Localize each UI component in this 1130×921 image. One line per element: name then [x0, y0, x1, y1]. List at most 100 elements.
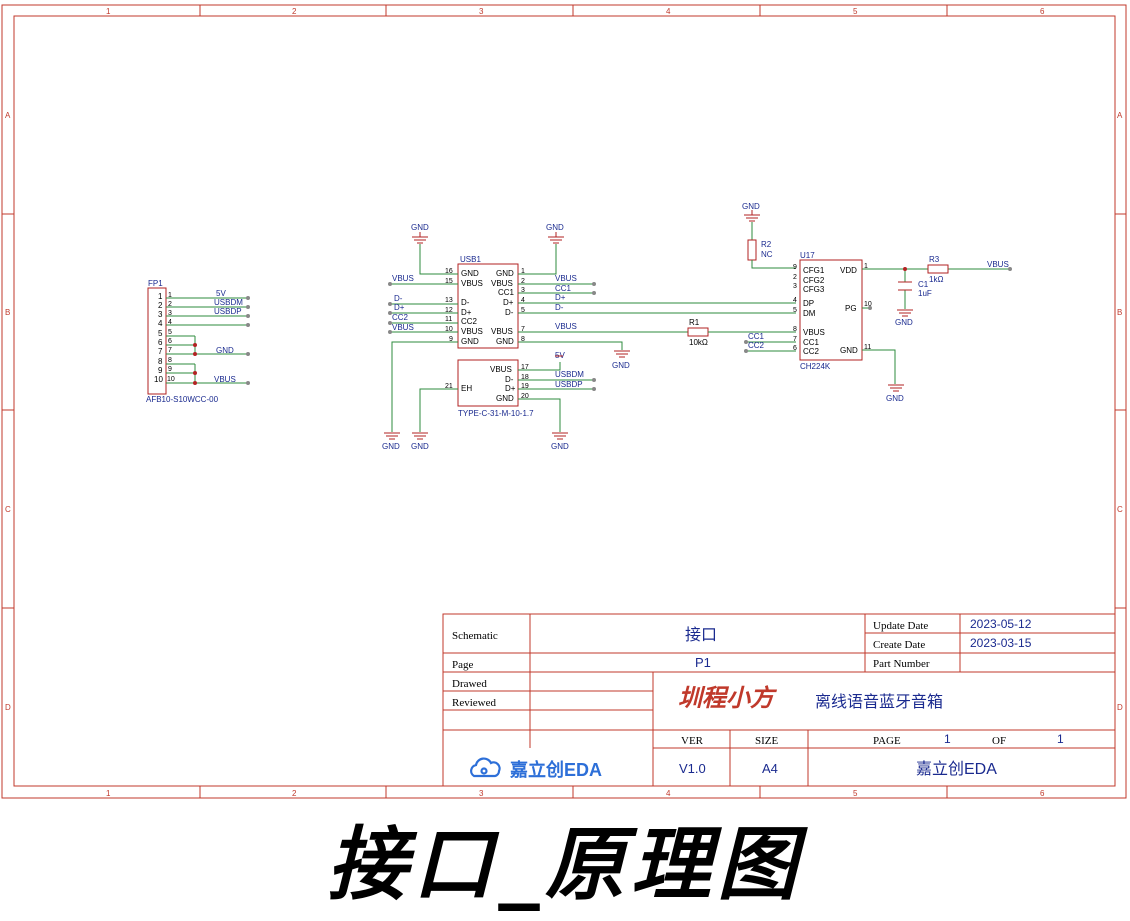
- svg-text:10: 10: [445, 326, 453, 333]
- svg-text:7: 7: [521, 326, 525, 333]
- svg-text:3: 3: [168, 310, 172, 317]
- tb-page-value: 1: [944, 732, 951, 746]
- usb1-pin-name: VBUS: [491, 279, 513, 288]
- svg-text:U17: U17: [800, 251, 815, 260]
- net-label: VBUS: [214, 375, 236, 384]
- usb1-ref: USB1: [460, 255, 481, 264]
- net-label: VBUS: [555, 322, 577, 331]
- fp1-pin: 5: [158, 329, 163, 338]
- tb-of-label: OF: [992, 735, 1006, 747]
- usb1-pin-name: D-: [461, 298, 470, 307]
- tb-drawed-label: Drawed: [452, 678, 487, 690]
- svg-text:19: 19: [521, 383, 529, 390]
- svg-text:11: 11: [864, 344, 871, 351]
- net-label: VBUS: [555, 274, 577, 283]
- gnd-label: GND: [546, 223, 564, 232]
- svg-text:CC1: CC1: [803, 338, 820, 347]
- svg-text:11: 11: [445, 316, 452, 323]
- fp1-pin: 10: [154, 375, 163, 384]
- net-label: USBDM: [555, 370, 584, 379]
- net-label: VBUS: [392, 323, 414, 332]
- caption-title: 接口_原理图: [327, 818, 803, 911]
- usb1-pin-name: D+: [503, 298, 514, 307]
- fp1-pin: 8: [158, 357, 163, 366]
- svg-text:6: 6: [168, 338, 172, 345]
- fp1-pin: 4: [158, 319, 163, 328]
- fp1-pin: 6: [158, 338, 163, 347]
- svg-text:18: 18: [521, 374, 529, 381]
- svg-text:10kΩ: 10kΩ: [689, 338, 708, 347]
- fp1-pin: 7: [158, 347, 163, 356]
- tb-create-label: Create Date: [873, 639, 925, 651]
- gnd-label: GND: [742, 202, 760, 211]
- col-label: 6: [1040, 7, 1045, 16]
- svg-text:20: 20: [521, 393, 529, 400]
- c1-capacitor: C1 1uF: [898, 280, 932, 298]
- jlc-logo: 嘉立创EDA: [470, 757, 602, 780]
- svg-text:D+: D+: [505, 384, 516, 393]
- gnd-label: GND: [886, 394, 904, 403]
- svg-text:VDD: VDD: [840, 266, 857, 275]
- row-label: A: [5, 111, 11, 120]
- frame-ticks: [2, 5, 1126, 798]
- row-label: B: [5, 308, 10, 317]
- svg-text:10: 10: [167, 376, 175, 383]
- svg-text:12: 12: [445, 307, 453, 314]
- svg-text:8: 8: [793, 326, 797, 333]
- col-label: 5: [853, 789, 858, 798]
- usb1-pin-name: GND: [496, 269, 514, 278]
- tb-update-value: 2023-05-12: [970, 617, 1032, 631]
- svg-text:3: 3: [521, 287, 525, 294]
- fp1-pin: 9: [158, 366, 163, 375]
- tb-of-value: 1: [1057, 732, 1064, 746]
- row-label: A: [1117, 111, 1123, 120]
- usb1-pin-name: VBUS: [461, 327, 483, 336]
- tb-project: 离线语音蓝牙音箱: [815, 693, 943, 711]
- tb-partnum-label: Part Number: [873, 658, 930, 670]
- row-label: B: [1117, 308, 1122, 317]
- svg-text:5: 5: [793, 307, 797, 314]
- usb1-wires: [390, 244, 796, 432]
- svg-text:2: 2: [793, 274, 797, 281]
- svg-text:CFG3: CFG3: [803, 285, 825, 294]
- svg-text:D-: D-: [505, 375, 514, 384]
- cloud-icon: [470, 757, 501, 778]
- gnd-label: GND: [551, 442, 569, 451]
- svg-text:5: 5: [521, 307, 525, 314]
- tb-ver-label: VER: [681, 735, 704, 747]
- svg-text:21: 21: [445, 383, 453, 390]
- tb-size-value: A4: [762, 761, 778, 776]
- svg-text:10: 10: [864, 301, 872, 308]
- svg-text:GND: GND: [840, 346, 858, 355]
- tb-reviewed-label: Reviewed: [452, 697, 496, 709]
- svg-text:R2: R2: [761, 240, 772, 249]
- usb1-pin-name: D+: [461, 308, 472, 317]
- svg-text:VBUS: VBUS: [803, 328, 825, 337]
- usb1-pin-name: VBUS: [461, 279, 483, 288]
- gnd-label: GND: [382, 442, 400, 451]
- net-label: D-: [555, 303, 564, 312]
- fp1-pin: 2: [158, 301, 163, 310]
- svg-text:CH224K: CH224K: [800, 362, 831, 371]
- svg-text:CFG1: CFG1: [803, 266, 825, 275]
- svg-text:1: 1: [864, 263, 868, 270]
- svg-text:5: 5: [168, 329, 172, 336]
- svg-text:3: 3: [793, 283, 797, 290]
- col-label: 3: [479, 7, 484, 16]
- net-label: D-: [394, 294, 403, 303]
- svg-text:1uF: 1uF: [918, 289, 932, 298]
- usb1-pin-name: D-: [505, 308, 514, 317]
- svg-text:8: 8: [168, 357, 172, 364]
- usb1-part: TYPE-C-31-M-10-1.7: [458, 409, 534, 418]
- net-label: CC2: [392, 313, 409, 322]
- svg-text:17: 17: [521, 364, 529, 371]
- net-label: VBUS: [392, 274, 414, 283]
- tb-brand: 圳程小方: [678, 685, 778, 712]
- svg-text:4: 4: [793, 297, 797, 304]
- svg-text:9: 9: [449, 336, 453, 343]
- tb-create-value: 2023-03-15: [970, 636, 1032, 650]
- row-label: D: [1117, 703, 1123, 712]
- fp1-connector: FP1 AFB10-S10WCC-00 1 2 3 4 5 6 7 8 9 10…: [146, 279, 250, 404]
- usb1-connector: USB1 GND VBUS D- D+ CC2 VBUS GND GND VBU…: [445, 255, 534, 418]
- r2-resistor: R2 NC: [747, 222, 796, 269]
